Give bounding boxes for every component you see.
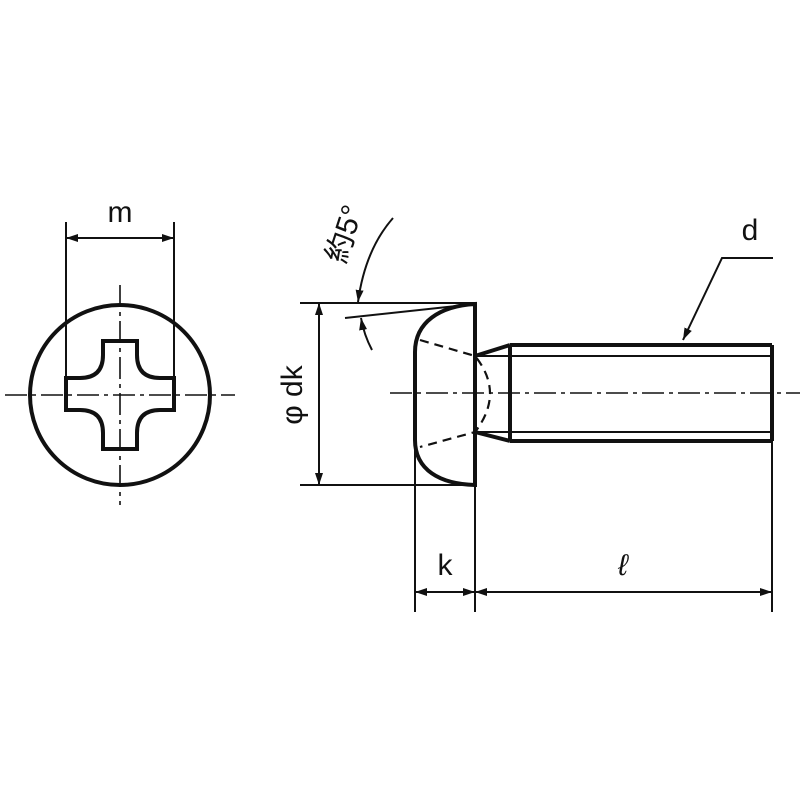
angle-reference-line [344,303,476,319]
angle-label: 約5° [320,201,370,267]
d-label: d [742,214,759,247]
m-label: m [108,196,133,229]
chamfer [474,343,511,443]
dk-label: φ dk [276,364,309,424]
head-profile [413,301,477,488]
angle-arc-upper [355,217,394,303]
side-view: φ dk 約5° d k ℓ [276,201,800,612]
k-label: k [438,549,454,582]
d-leader [682,257,773,341]
top-view: m [5,196,235,505]
angle-arc-lower [359,317,373,351]
cross-recess [64,339,176,451]
l-label: ℓ [617,549,629,582]
